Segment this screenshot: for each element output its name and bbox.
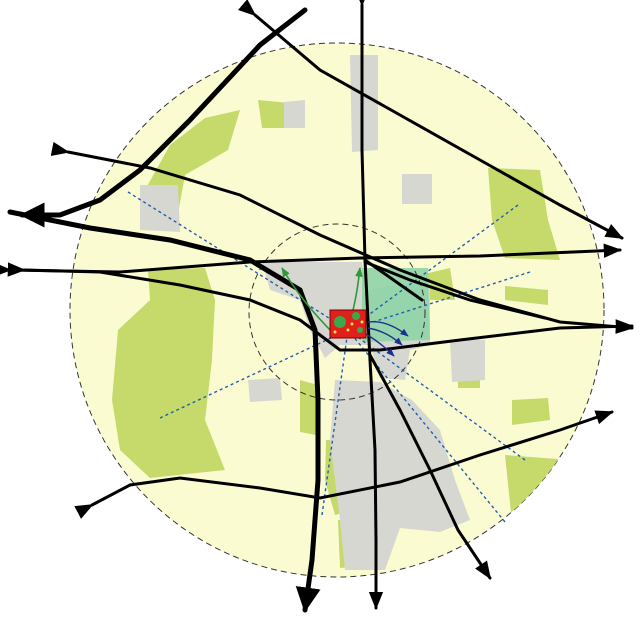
green-park-south-east	[505, 455, 572, 522]
site-dot-2	[350, 322, 354, 326]
site-dot-3	[333, 330, 337, 334]
built-east-block	[450, 340, 485, 382]
built-north-patch	[284, 100, 305, 128]
road-south-crossing	[74, 410, 614, 519]
blue-arrow-2	[367, 320, 409, 337]
built-southwest-block	[248, 378, 282, 402]
site-tree-large	[334, 316, 346, 328]
sightline-southwest	[159, 329, 349, 419]
site-dot-1	[346, 328, 350, 332]
green-arrow-north-west	[281, 267, 336, 336]
site-tree-medium	[352, 312, 360, 320]
built-north-corridor	[350, 55, 378, 152]
site-plot	[362, 268, 430, 342]
road-north-branch	[363, 258, 424, 302]
built-northeast-block	[402, 174, 432, 204]
blue-arrow-3	[365, 333, 395, 357]
blue-arrow-1	[367, 327, 403, 346]
road-east-to-site	[363, 260, 547, 320]
built-northwest-block	[140, 185, 180, 232]
site-tree-small	[357, 327, 363, 333]
site-dot-4	[360, 320, 364, 324]
road-northwest-curve	[7, 262, 634, 352]
blue-flow-arrows	[365, 320, 409, 357]
site-marker	[329, 309, 367, 339]
